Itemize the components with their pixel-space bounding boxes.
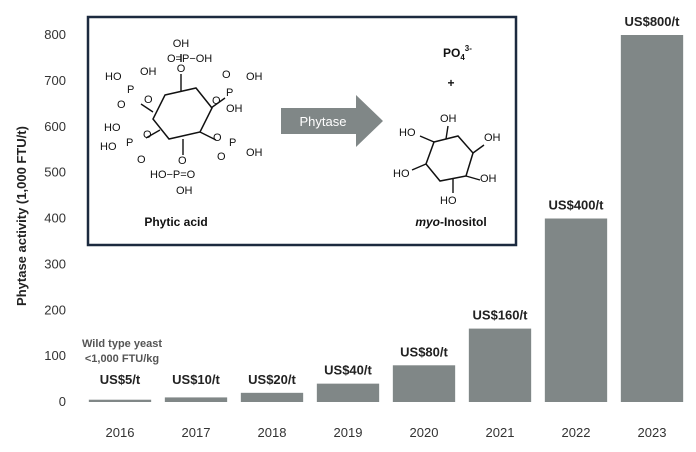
phosphate-label: PO43- (443, 44, 472, 62)
y-tick-label: 800 (44, 27, 66, 42)
y-axis-title: Phytase activity (1,000 FTU/t) (14, 126, 29, 306)
bar-2021 (468, 328, 532, 402)
group-right-upper-p: P (226, 87, 233, 99)
x-axis: 2016 2017 2018 2019 2020 2021 2022 2023 (106, 425, 667, 440)
bar-value-label: US$20/t (248, 372, 296, 387)
bar-value-label: US$160/t (473, 308, 529, 323)
y-tick-label: 700 (44, 73, 66, 88)
group-left-lower-ho2: HO (100, 141, 117, 153)
x-tick-label: 2023 (638, 425, 667, 440)
group-top-o-p-oh: O=P−OH (167, 53, 212, 65)
group-right-lower-p: P (229, 137, 236, 149)
phytase-arrow: Phytase (281, 95, 383, 147)
bar-2020 (392, 365, 456, 402)
group-top-oh: OH (173, 38, 190, 50)
bars (88, 35, 684, 402)
group-right-upper-oh2: OH (226, 103, 243, 115)
bar-2018 (240, 392, 304, 402)
x-tick-label: 2022 (562, 425, 591, 440)
inositol-ho-left-upper: HO (399, 127, 416, 139)
wild-type-note-line2: <1,000 FTU/kg (85, 353, 159, 365)
group-bottom-ho-p: HO−P=O (150, 169, 196, 181)
product-structure: PO43- + OH HO OH HO OH HO myo-Inositol (393, 44, 501, 229)
group-bottom-o: O (178, 155, 187, 167)
group-left-upper-oh: OH (140, 66, 157, 78)
bar-value-label: US$10/t (172, 372, 220, 387)
bar-labels: US$5/t US$10/t US$20/t US$40/t US$80/t US$160… (100, 14, 680, 387)
bar-2017 (164, 397, 228, 402)
phytic-acid-structure: OH O=P−OH O HO OH P O O O OH P OH O HO H… (100, 38, 263, 229)
group-top-o: O (177, 63, 186, 75)
group-right-upper-o: O (222, 69, 231, 81)
substrate-name: Phytic acid (144, 215, 207, 229)
group-right-lower-oh: OH (246, 147, 263, 159)
inositol-oh-top: OH (440, 113, 457, 125)
y-tick-label: 0 (59, 394, 66, 409)
bar-value-label: US$80/t (400, 344, 448, 359)
bar-2019 (316, 383, 380, 402)
x-tick-label: 2019 (334, 425, 363, 440)
bar-value-label: US$40/t (324, 363, 372, 378)
group-left-lower-bridge-o: O (143, 129, 152, 141)
group-left-upper-p: P (127, 84, 134, 96)
bar-value-label: US$400/t (549, 198, 605, 213)
group-right-upper-oh: OH (246, 71, 263, 83)
bar-2022 (544, 218, 608, 402)
group-right-lower-bridge-o: O (213, 132, 222, 144)
bar-value-label: US$5/t (100, 372, 141, 387)
plus-sign: + (447, 76, 454, 90)
wild-type-note-line1: Wild type yeast (82, 338, 162, 350)
group-left-lower-p: P (126, 137, 133, 149)
x-tick-label: 2016 (106, 425, 135, 440)
group-left-lower-o: O (137, 154, 146, 166)
bar-2016 (88, 399, 152, 402)
y-tick-label: 100 (44, 348, 66, 363)
inositol-oh-right-lower: OH (480, 173, 497, 185)
reaction-inset: OH O=P−OH O HO OH P O O O OH P OH O HO H… (86, 15, 518, 247)
x-tick-label: 2020 (410, 425, 439, 440)
inositol-ho-bottom: HO (440, 195, 457, 207)
arrow-label: Phytase (300, 114, 347, 129)
bar-2023 (620, 35, 684, 402)
y-tick-label: 300 (44, 256, 66, 271)
x-tick-label: 2018 (258, 425, 287, 440)
group-bottom-oh: OH (176, 185, 193, 197)
y-tick-label: 200 (44, 302, 66, 317)
group-right-upper-bridge-o: O (212, 95, 221, 107)
x-tick-label: 2017 (182, 425, 211, 440)
group-left-upper-ho: HO (105, 71, 122, 83)
inositol-ho-left-lower: HO (393, 168, 410, 180)
y-axis: 0 100 200 300 400 500 600 700 800 (44, 27, 66, 409)
product-name: myo-Inositol (415, 215, 486, 229)
y-tick-label: 600 (44, 119, 66, 134)
group-right-lower-o: O (217, 151, 226, 163)
group-left-lower-ho: HO (104, 122, 121, 134)
y-tick-label: 400 (44, 211, 66, 226)
inositol-oh-right-upper: OH (484, 132, 501, 144)
y-tick-label: 500 (44, 165, 66, 180)
group-left-upper-o: O (144, 94, 153, 106)
x-tick-label: 2021 (486, 425, 515, 440)
group-left-upper-dbl-o: O (117, 99, 126, 111)
bar-value-label: US$800/t (625, 14, 681, 29)
